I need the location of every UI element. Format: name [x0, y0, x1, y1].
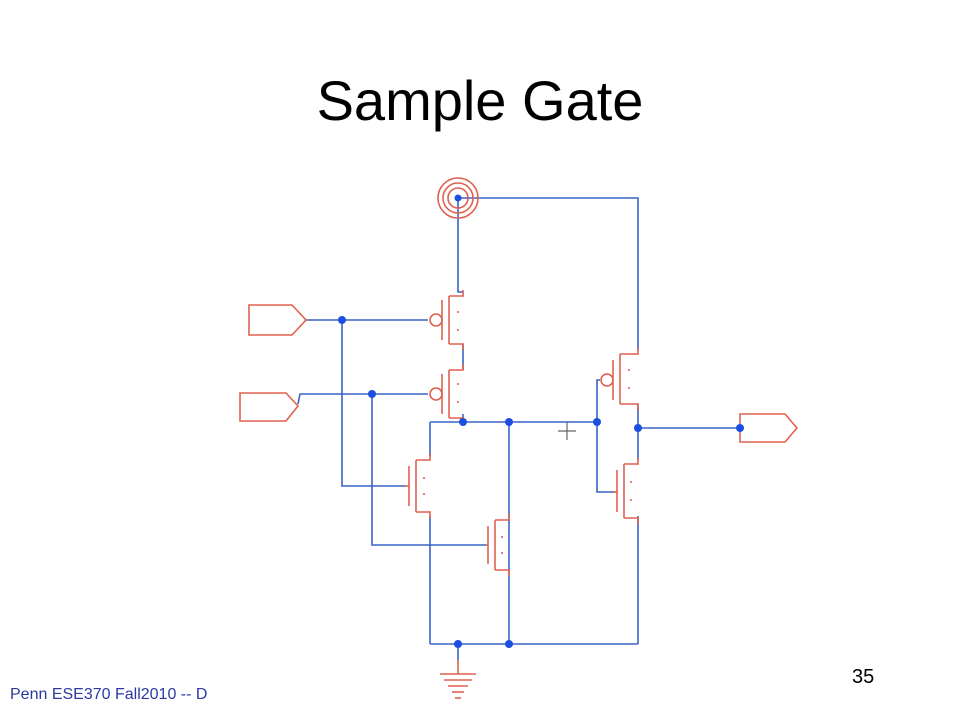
- pmos-b: [429, 364, 464, 424]
- node-output-2: [736, 424, 744, 432]
- wire-vdd-left: [457, 198, 463, 293]
- wire-input-b-branch: [371, 394, 486, 546]
- inverter-pmos: [600, 348, 639, 410]
- page-number: 35: [852, 666, 875, 688]
- node-internal-3: [593, 418, 601, 426]
- wire-vdd-right: [458, 197, 639, 350]
- vdd-symbol: [437, 177, 479, 219]
- node-vdd: [454, 194, 462, 202]
- slide-footer: Penn ESE370 Fall2010 -- D: [10, 686, 208, 703]
- node-input-a: [338, 316, 346, 324]
- input-port-b: [239, 392, 300, 422]
- node-ground-1: [454, 640, 462, 648]
- wire-input-a-branch: [341, 320, 405, 487]
- output-port: [739, 413, 799, 443]
- inverter-nmos: [613, 458, 639, 524]
- node-output-1: [634, 424, 642, 432]
- node-internal-2: [505, 418, 513, 426]
- node-ground-2: [505, 640, 513, 648]
- ground-symbol: [440, 660, 476, 699]
- nmos-b: [486, 514, 510, 576]
- nmos-a: [405, 454, 431, 518]
- input-port-a: [248, 304, 308, 336]
- wire-inverter-gate-n: [596, 422, 615, 493]
- slide-title: Sample Gate: [316, 69, 644, 132]
- wire-inverter-gate: [596, 379, 600, 422]
- wire-input-b: [297, 393, 428, 405]
- wires: [297, 197, 740, 660]
- node-internal-1: [459, 418, 467, 426]
- node-input-b: [368, 390, 376, 398]
- pmos-a: [429, 290, 464, 350]
- junction-nodes: [338, 194, 744, 648]
- crosshair-cursor-icon: [558, 422, 576, 440]
